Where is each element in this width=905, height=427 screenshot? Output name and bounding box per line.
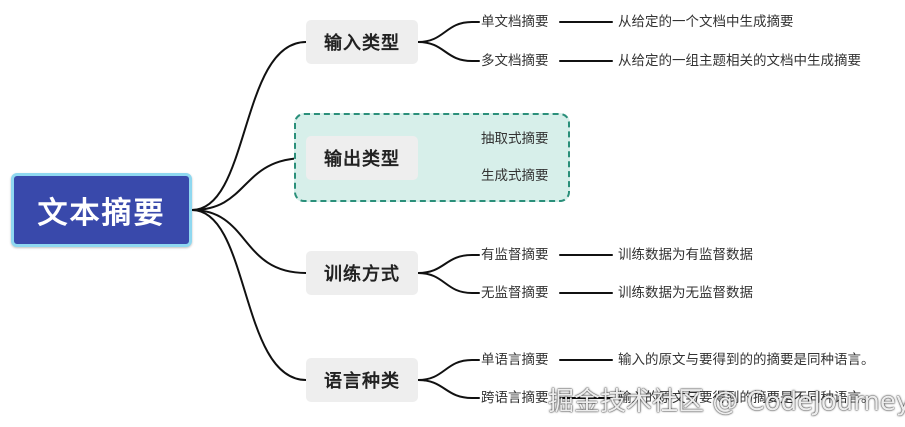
leaf-multi-doc: 多文档摘要 — [481, 53, 549, 69]
connector-cat4-leaf1 — [417, 359, 480, 381]
leaf-monolingual: 单语言摘要 — [481, 352, 549, 368]
desc-monolingual: 输入的原文与要得到的的摘要是同种语言。 — [618, 352, 875, 368]
desc-crosslingual: 输入的原文与要得到的摘要是不同种语言。 — [618, 390, 875, 406]
category-training-method: 训练方式 — [306, 251, 418, 295]
desc-multi-doc: 从给定的一组主题相关的文档中生成摘要 — [618, 53, 861, 69]
category-input-type: 输入类型 — [306, 20, 418, 64]
connector-root-cat-4 — [191, 209, 307, 381]
leaf-unsupervised: 无监督摘要 — [481, 285, 549, 301]
desc-single-doc: 从给定的一个文档中生成摘要 — [618, 14, 794, 30]
desc-supervised: 训练数据为有监督数据 — [618, 247, 753, 263]
connector-root-cat-1 — [191, 41, 307, 211]
desc-unsupervised: 训练数据为无监督数据 — [618, 285, 753, 301]
leaf-single-doc: 单文档摘要 — [481, 14, 549, 30]
connector-root-cat-2 — [191, 157, 307, 211]
connector-cat1-leaf1 — [417, 21, 480, 43]
leaf-crosslingual: 跨语言摘要 — [481, 390, 549, 406]
category-language-type: 语言种类 — [306, 358, 418, 402]
leaf-extractive: 抽取式摘要 — [481, 131, 549, 147]
connector-cat3-leaf2 — [417, 272, 480, 294]
leaf-abstractive: 生成式摘要 — [481, 168, 549, 184]
category-output-type: 输出类型 — [306, 136, 418, 180]
leaf-supervised: 有监督摘要 — [481, 247, 549, 263]
connector-cat1-leaf2 — [417, 41, 480, 62]
watermark: 掘金技术社区 @ CodeJourney — [548, 387, 905, 417]
root-node: 文本摘要 — [11, 173, 192, 247]
connector-root-cat-3 — [191, 209, 307, 274]
connector-cat4-leaf2 — [417, 379, 480, 399]
connector-cat3-leaf1 — [417, 254, 480, 274]
output-type-highlight-box — [294, 113, 570, 202]
